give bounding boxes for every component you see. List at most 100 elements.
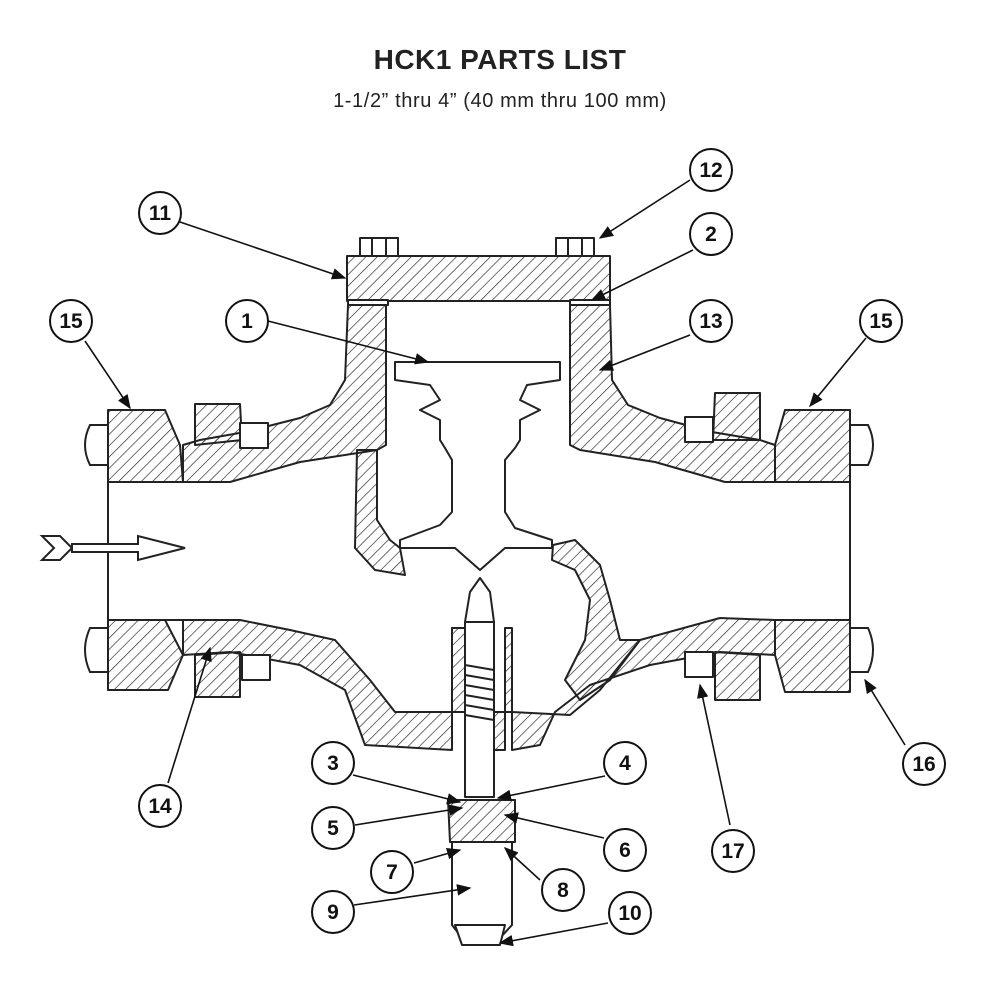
callout-7: 7 (370, 850, 414, 894)
callout-4: 4 (603, 741, 647, 785)
callout-circle (608, 891, 652, 935)
callout-5: 5 (311, 806, 355, 850)
callout-number: 10 (618, 902, 641, 925)
leader-3 (352, 774, 462, 805)
body-seat-rib (551, 539, 641, 701)
callout-circle (370, 850, 414, 894)
end-bolt-lower-right (849, 627, 874, 673)
flange-lug-lower-right (714, 651, 761, 701)
callout-13: 13 (689, 299, 733, 343)
end-bolt-upper-right (849, 424, 874, 466)
body-lower (182, 617, 776, 751)
callout-circle (49, 299, 93, 343)
body-upper-left (182, 304, 387, 483)
callout-circle (541, 868, 585, 912)
callout-number: 15 (59, 310, 83, 333)
leader-4 (496, 775, 606, 802)
callout-number: 8 (557, 879, 569, 902)
cover-bolt-left (359, 237, 399, 257)
flange-lug-lower-left (194, 651, 241, 698)
flow-direction-arrow (39, 534, 186, 562)
leader-9 (353, 884, 472, 906)
diagram-subtitle: 1-1/2” thru 4” (40 mm thru 100 mm) (333, 90, 667, 112)
leader-2 (590, 249, 694, 301)
callout-circle (311, 806, 355, 850)
callout-number: 16 (912, 753, 935, 776)
stem-tip (464, 577, 495, 623)
callout-3: 3 (311, 741, 355, 785)
callout-circle (689, 148, 733, 192)
flange-upper-right (774, 409, 851, 483)
callout-circle (689, 299, 733, 343)
callout-2: 2 (689, 212, 733, 256)
callout-number: 4 (619, 752, 631, 775)
stem-threads (464, 664, 495, 721)
callout-circle (689, 212, 733, 256)
callout-15: 15 (49, 299, 93, 343)
callout-number: 1 (241, 310, 253, 333)
leader-15-left (84, 340, 131, 410)
diagram-title: HCK1 PARTS LIST (373, 44, 627, 75)
flange-lug-upper-right (712, 392, 761, 441)
cover-bolt-right (555, 237, 595, 257)
callout-11: 11 (138, 191, 182, 235)
packing-nut (447, 799, 516, 843)
callout-17: 17 (711, 829, 755, 873)
leader-8 (503, 847, 541, 881)
callout-circle (711, 829, 755, 873)
callout-10: 10 (608, 891, 652, 935)
leader-7 (413, 847, 462, 864)
fitting-lower-left (241, 654, 271, 681)
body-inner-left-wall (354, 449, 406, 576)
cover (346, 255, 611, 302)
end-bolt-lower-left (84, 627, 109, 673)
fitting-lower-right (684, 651, 714, 678)
leader-14 (167, 646, 212, 784)
callout-number: 2 (705, 223, 717, 246)
callout-circle (138, 191, 182, 235)
callout-circle (603, 741, 647, 785)
callout-number: 17 (721, 840, 744, 863)
callout-15: 15 (859, 299, 903, 343)
callout-number: 5 (327, 817, 339, 840)
callout-9: 9 (311, 890, 355, 934)
callout-8: 8 (541, 868, 585, 912)
flange-lower-right (774, 619, 851, 693)
callout-circle (138, 784, 182, 828)
callout-number: 9 (327, 901, 339, 924)
leader-15-right (809, 337, 867, 408)
leader-6 (503, 812, 605, 839)
callout-number: 14 (148, 795, 172, 818)
callout-number: 11 (149, 202, 172, 225)
callout-circle (311, 741, 355, 785)
leader-12 (598, 179, 691, 239)
callout-number: 15 (869, 310, 893, 333)
callout-circle (902, 742, 946, 786)
fitting-right (684, 416, 714, 443)
callout-12: 12 (689, 148, 733, 192)
callout-14: 14 (138, 784, 182, 828)
flange-lug-upper-left (194, 403, 243, 446)
leader-16 (864, 678, 906, 746)
callout-6: 6 (603, 828, 647, 872)
leader-10 (498, 922, 609, 947)
callout-circle (225, 299, 269, 343)
callout-number: 13 (699, 310, 722, 333)
fitting-left (239, 422, 269, 449)
flange-lower-left (107, 619, 184, 691)
callout-circle (311, 890, 355, 934)
callout-number: 7 (386, 861, 398, 884)
leader-1 (267, 320, 430, 365)
cap (454, 924, 506, 946)
callout-number: 6 (619, 839, 631, 862)
leader-11 (179, 221, 347, 280)
callout-16: 16 (902, 742, 946, 786)
callout-number: 3 (327, 752, 339, 775)
callout-circle (859, 299, 903, 343)
valve-plug (394, 361, 561, 571)
leader-17 (697, 683, 731, 826)
leader-5 (354, 804, 464, 826)
leader-13 (598, 334, 691, 371)
